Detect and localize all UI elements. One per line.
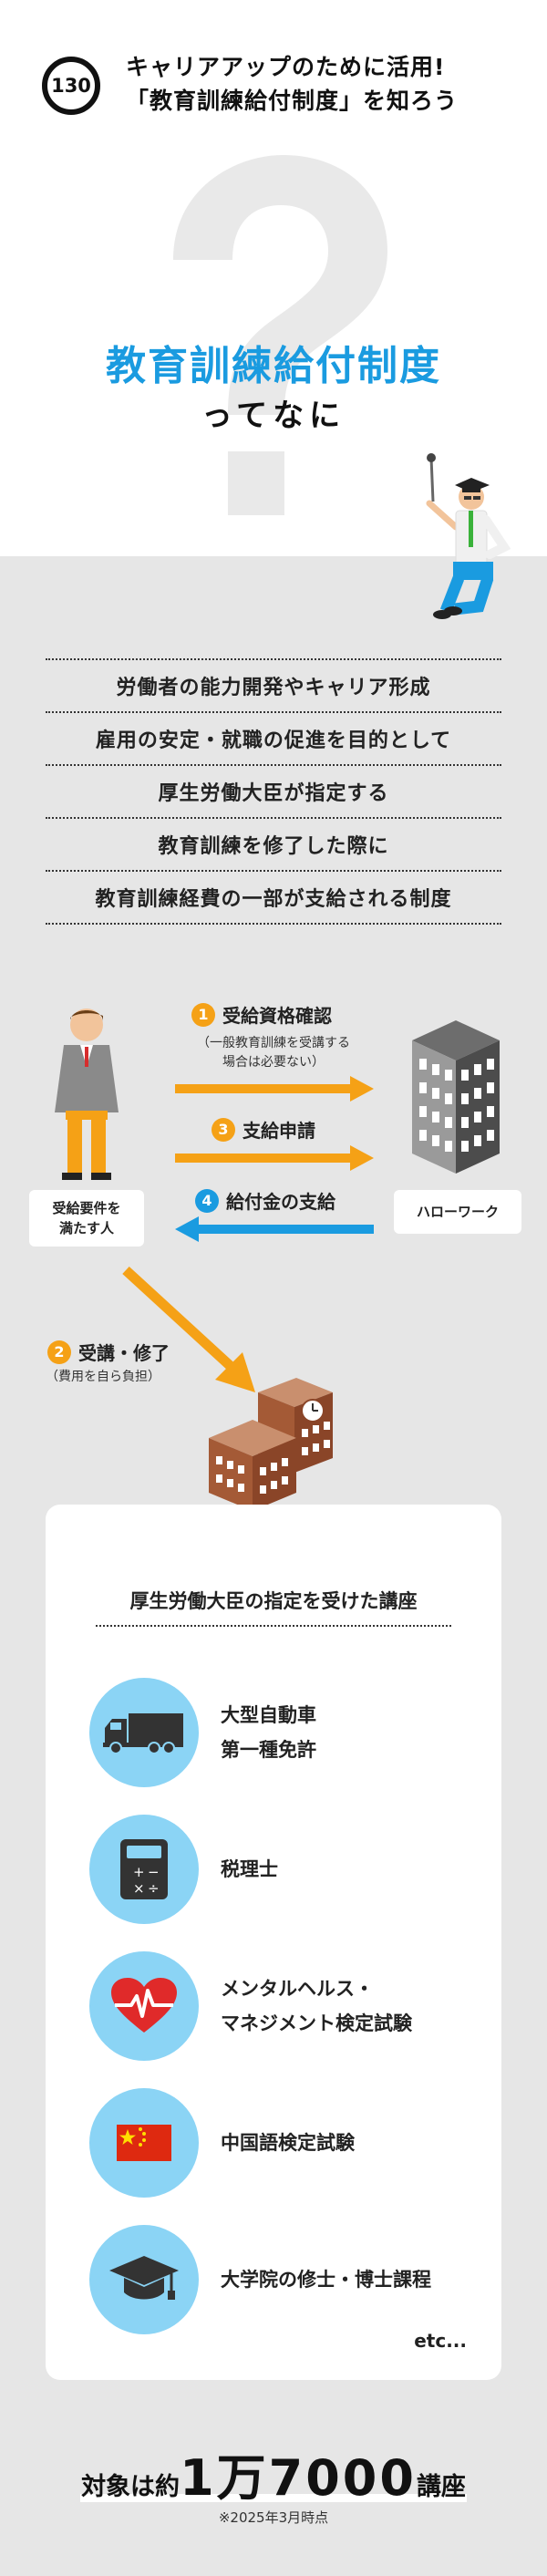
number-badge: 130: [42, 57, 100, 115]
course-item: 大学院の修士・博士課程: [89, 2223, 472, 2336]
course-item: 中国語検定試験: [89, 2086, 472, 2199]
heart-pulse-icon: [89, 1951, 199, 2061]
step-3-text: 支給申請: [243, 1120, 315, 1142]
school-building-icon: [209, 1378, 333, 1511]
summary-total: 対象は約1万7000講座: [0, 2437, 547, 2509]
truck-icon: [89, 1678, 199, 1787]
hero-subtitle: ってなに: [201, 398, 346, 434]
arrow-left-icon: [175, 1216, 374, 1242]
arrow-diagonal-icon: [122, 1266, 255, 1392]
summary-footnote: ※2025年3月時点: [218, 2509, 329, 2526]
step-1-text: 受給資格確認: [222, 1005, 332, 1027]
course-label: 大型自動車 第一種免許: [221, 1704, 316, 1761]
summary-prefix: 対象は約: [81, 2473, 181, 2501]
arrow-right-icon: [175, 1145, 374, 1171]
step-3-label: 3 支給申請: [212, 1116, 315, 1143]
number-badge-text: 130: [51, 75, 91, 97]
svg-text:−: −: [148, 1864, 160, 1880]
svg-text:+: +: [133, 1864, 145, 1880]
svg-text:÷: ÷: [148, 1880, 160, 1897]
step-1-number: 1: [191, 1002, 215, 1027]
definition-row: 教育訓練を修了した際に: [46, 817, 501, 870]
course-item: 大型自動車 第一種免許: [89, 1676, 472, 1789]
etc-label: etc...: [414, 2330, 467, 2352]
definition-row: 厚生労働大臣が指定する: [46, 764, 501, 817]
step-4-number: 4: [195, 1188, 219, 1213]
courses-title: 厚生労働大臣の指定を受けた講座: [129, 1590, 418, 1612]
step-2-note: （費用を自ら負担）: [46, 1370, 160, 1384]
definition-row: 雇用の安定・就職の促進を目的として: [46, 711, 501, 764]
hello-work-label: ハローワーク: [394, 1190, 521, 1234]
summary-suffix: 講座: [416, 2473, 466, 2501]
hero-title: 教育訓練給付制度: [106, 343, 441, 389]
professor-illustration: [426, 453, 511, 619]
course-item: メンタルヘルス・ マネジメント検定試験: [89, 1950, 472, 2063]
question-mark-graphic: [173, 155, 387, 515]
summary-number: 1万7000: [180, 2449, 417, 2507]
step-2-number: 2: [47, 1340, 71, 1364]
person-label-line2: 満たす人: [58, 1220, 114, 1236]
step-4-text: 給付金の支給: [226, 1191, 335, 1213]
step-2-label: 2 受講・修了: [47, 1339, 170, 1365]
definition-row: 労働者の能力開発やキャリア形成: [46, 658, 501, 711]
hello-work-building-icon: [412, 1020, 500, 1174]
step-4-label: 4 給付金の支給: [195, 1187, 335, 1214]
course-item: + − × ÷ 税理士: [89, 1813, 472, 1926]
definition-row: 教育訓練経費の一部が支給される制度: [46, 870, 501, 925]
step-1-note-line1: （一般教育訓練を受講する: [197, 1036, 350, 1050]
step-3-number: 3: [212, 1117, 235, 1142]
graduation-cap-icon: [89, 2225, 199, 2334]
person-illustration: [55, 1009, 119, 1180]
page-title: キャリアアップのために活用! 「教育訓練給付制度」を知ろう: [126, 50, 458, 118]
course-label: 税理士: [221, 1858, 278, 1880]
course-label: メンタルヘルス・ マネジメント検定試験: [221, 1978, 412, 2034]
svg-text:×: ×: [133, 1880, 145, 1897]
page-title-line2: 「教育訓練給付制度」を知ろう: [126, 88, 459, 114]
summary-underline: [80, 2494, 467, 2502]
definition-list: 労働者の能力開発やキャリア形成 雇用の安定・就職の促進を目的として 厚生労働大臣…: [46, 658, 501, 925]
step-1-label: 1 受給資格確認: [191, 1001, 332, 1028]
courses-divider: [96, 1625, 451, 1627]
china-flag-icon: [89, 2088, 199, 2198]
step-1-note-line2: 場合は必要ない）: [222, 1055, 325, 1070]
calculator-icon: + − × ÷: [89, 1815, 199, 1924]
courses-card: 厚生労働大臣の指定を受けた講座 大型自動車 第一種免許: [46, 1505, 501, 2380]
page-title-line1: キャリアアップのために活用!: [126, 54, 446, 80]
arrow-right-icon: [175, 1076, 374, 1102]
person-label: 受給要件を満たす人: [29, 1190, 144, 1247]
course-label: 大学院の修士・博士課程: [221, 2269, 431, 2291]
course-label: 中国語検定試験: [221, 2132, 355, 2154]
step-1-note: （一般教育訓練を受講する 場合は必要ない）: [173, 1034, 374, 1072]
person-label-line1: 受給要件を: [52, 1200, 121, 1216]
step-2-text: 受講・修了: [78, 1342, 170, 1364]
